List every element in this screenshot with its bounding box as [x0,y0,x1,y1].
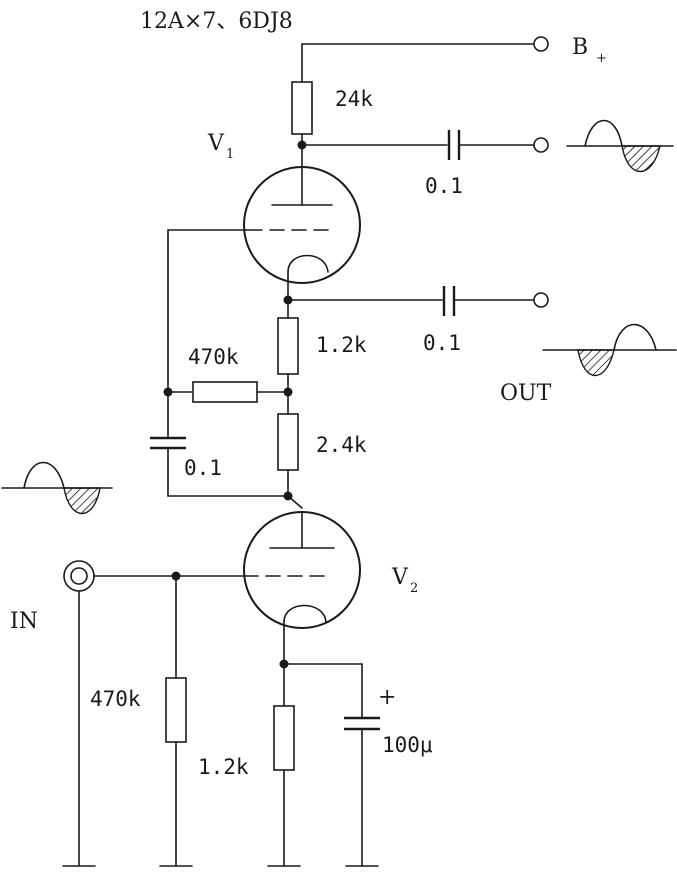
cap-grid-label: 0.1 [184,456,222,480]
waveform-output-2 [542,323,677,377]
output-1-terminal [533,137,549,153]
tube-v1 [243,144,361,284]
resistor-2-4k-label: 2.4k [316,433,367,457]
in-label: IN [10,609,38,634]
tube-type-title: 12A×7、6DJ8 [140,9,293,34]
output-2-terminal [533,292,549,308]
b-plus-supply: B + [301,35,607,83]
resistor-24k-label: 24k [335,87,373,111]
resistor-470k-feedback-label: 470k [188,345,239,369]
resistor-470k-input-label: 470k [90,687,141,711]
output-2-coupling [287,286,549,316]
b-plus-label: B [572,35,588,60]
input-jack [63,560,245,592]
resistor-1-2k-v2-label: 1.2k [198,755,249,779]
cap-bypass-polarity: + [378,685,396,710]
resistor-2-4k [277,413,299,471]
cap-out1-label: 0.1 [425,174,463,198]
resistor-1-2k-v1-label: 1.2k [316,333,367,357]
out-label: OUT [500,381,552,406]
tube-v2 [243,495,361,631]
resistor-470k-feedback [192,381,258,403]
v2-label: V [391,565,409,590]
v2-sub: 2 [410,581,418,596]
v1-sub: 1 [226,147,234,162]
waveform-input [1,461,113,515]
output-1-coupling [301,130,549,160]
waveform-output-1 [566,119,674,173]
resistor-1-2k-v2 [273,705,295,771]
cap-out2-label: 0.1 [423,331,461,355]
resistor-1-2k-v1 [277,317,299,375]
resistor-470k-input [165,677,187,743]
cap-bypass-label: 100μ [382,733,433,757]
b-plus-sub: + [596,51,607,66]
b-plus-terminal [533,36,549,52]
resistor-24k [291,81,313,146]
v1-label: V [207,131,225,156]
